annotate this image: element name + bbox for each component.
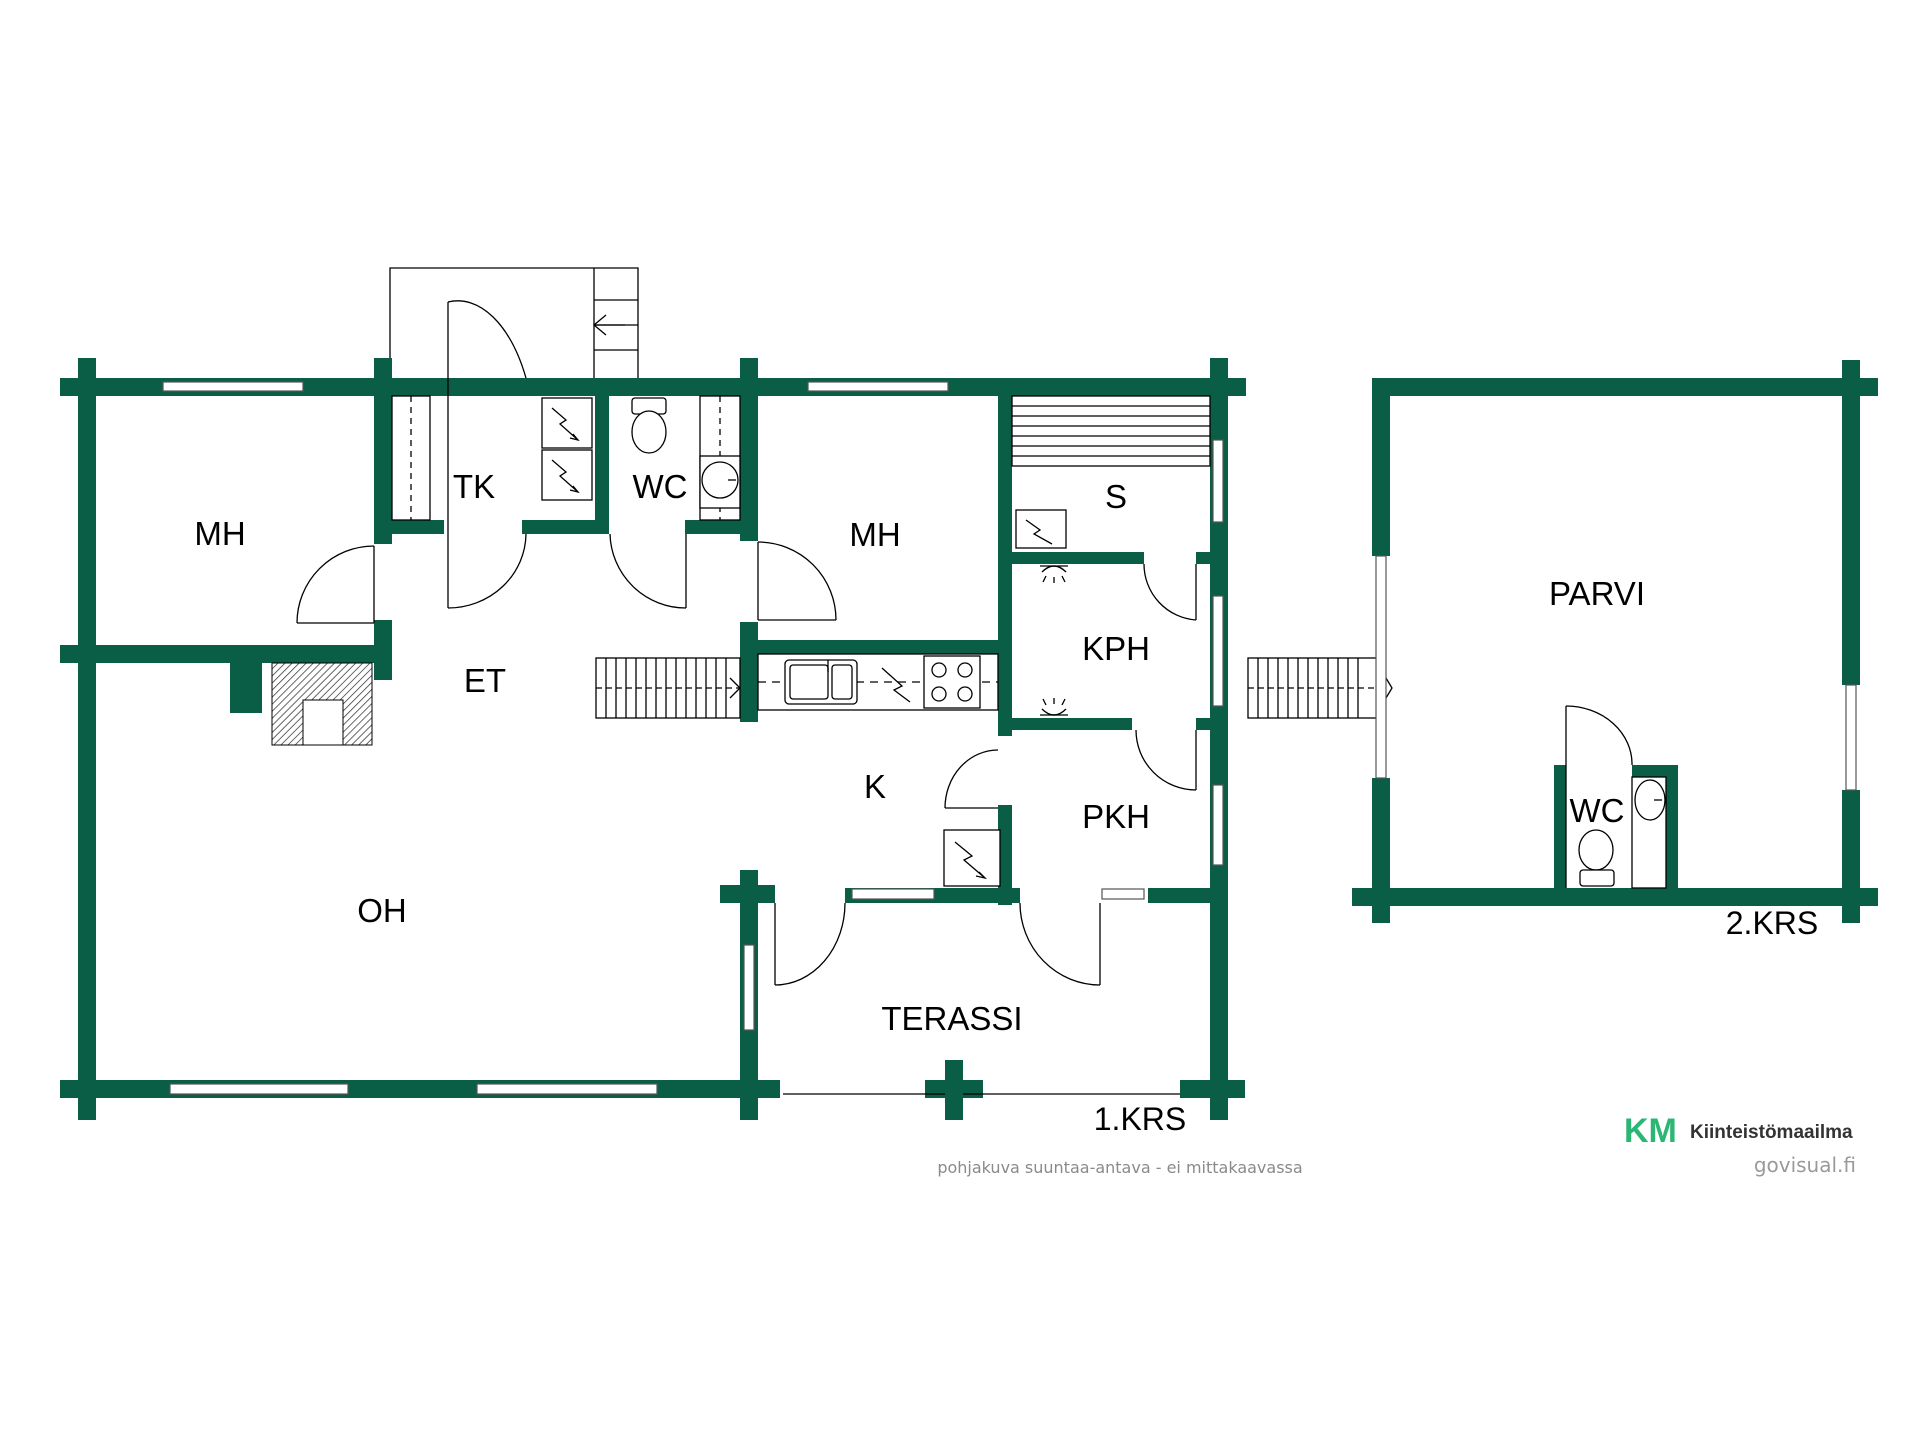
door-arc-icon xyxy=(1019,902,1101,986)
footer: pohjakuva suuntaa-antava - ei mittakaava… xyxy=(937,1112,1856,1177)
sink-icon xyxy=(784,659,858,705)
disclaimer-text: pohjakuva suuntaa-antava - ei mittakaava… xyxy=(937,1158,1302,1177)
shower-icon xyxy=(1040,698,1068,716)
appliance-bolt-icon xyxy=(1015,509,1067,549)
room-label-parvi: PARVI xyxy=(1549,575,1645,612)
credit-text: govisual.fi xyxy=(1754,1153,1856,1177)
doors-first-floor xyxy=(296,300,1197,986)
windows-first-floor xyxy=(162,381,1224,1095)
floor-label-second: 2.KRS xyxy=(1726,905,1818,941)
door-arc-icon xyxy=(1565,705,1633,888)
door-arc-icon xyxy=(609,533,687,609)
room-label-tk: TK xyxy=(453,468,495,505)
door-arc-icon xyxy=(1143,563,1197,621)
room-label-mh-left: MH xyxy=(194,515,245,552)
brand-mark: KM xyxy=(1624,1112,1677,1150)
appliance-bolt-icon xyxy=(541,397,593,501)
walls-second-floor xyxy=(1352,360,1878,923)
stove-icon xyxy=(923,655,981,709)
room-label-wc-1: WC xyxy=(633,468,688,505)
fireplace-icon xyxy=(271,662,373,746)
room-label-kph: KPH xyxy=(1082,630,1150,667)
door-arc-icon xyxy=(774,902,846,986)
entrance-porch xyxy=(389,267,639,385)
door-arc-icon xyxy=(296,545,375,624)
room-label-s: S xyxy=(1105,478,1127,515)
toilet-icon xyxy=(631,397,667,454)
stair-arrow-icon xyxy=(729,677,741,699)
room-label-oh: OH xyxy=(357,892,407,929)
room-label-terassi: TERASSI xyxy=(881,1000,1022,1037)
room-label-pkh: PKH xyxy=(1082,798,1150,835)
shower-icon xyxy=(1040,565,1068,583)
brand-logo: KM Kiinteistömaailma xyxy=(1624,1112,1853,1150)
appliance-bolt-icon xyxy=(881,667,911,703)
door-arc-icon xyxy=(757,541,837,621)
brand-name: Kiinteistömaailma xyxy=(1690,1122,1853,1143)
stairs-to-loft xyxy=(1247,657,1381,719)
room-label-k: K xyxy=(864,768,886,805)
windows-second-floor xyxy=(1375,555,1857,791)
door-arc-icon xyxy=(944,749,999,809)
room-label-et: ET xyxy=(464,662,506,699)
washbasin-icon xyxy=(1631,776,1667,889)
sauna-bench xyxy=(1011,395,1211,467)
first-floor: MH TK WC MH S KPH ET K PKH OH TERASSI 1.… xyxy=(60,267,1393,1137)
floor-label-first: 1.KRS xyxy=(1094,1101,1186,1137)
room-label-wc-2: WC xyxy=(1570,792,1625,829)
door-arc-icon xyxy=(447,300,527,609)
door-arc-icon xyxy=(1135,729,1197,791)
second-floor: PARVI WC 2.KRS xyxy=(1352,360,1878,941)
washbasin-icon xyxy=(699,455,741,509)
appliance-bolt-icon xyxy=(943,829,1001,887)
room-label-mh-right: MH xyxy=(849,516,900,553)
toilet-icon xyxy=(1578,829,1615,887)
stairs-first-floor xyxy=(595,657,741,719)
